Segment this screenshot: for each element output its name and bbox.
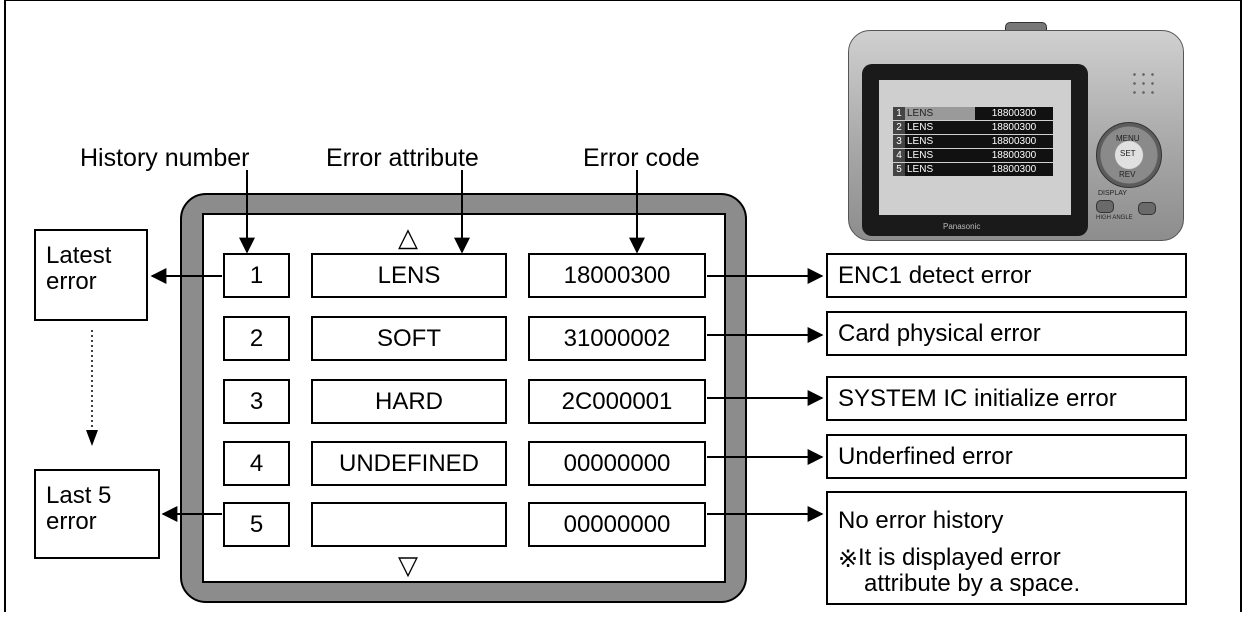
camera-row-number: 3 <box>893 135 905 148</box>
camera-screen-rows: 1 LENS 18800300 2 LENS 18800300 3 LENS 1… <box>893 107 1053 177</box>
last5-error-line1: Last 5 <box>46 482 112 509</box>
error-code-1: 18000300 <box>528 253 706 298</box>
latest-error-line1: Latest <box>46 242 112 269</box>
camera-row-attribute: LENS <box>905 121 975 134</box>
diagram-frame <box>4 0 1242 612</box>
note-mark: ※ <box>838 546 859 573</box>
display-button-icon <box>1096 200 1114 213</box>
error-code-2: 31000002 <box>528 316 706 361</box>
error-meaning-5-text: No error history <box>838 507 1004 534</box>
error-code-4: 00000000 <box>528 441 706 486</box>
camera-row: 3 LENS 18800300 <box>893 135 1053 148</box>
camera-row-code: 18800300 <box>975 135 1053 148</box>
camera-high-angle-label: HIGH ANGLE <box>1096 215 1133 221</box>
error-meaning-3: SYSTEM IC initialize error <box>826 376 1187 421</box>
camera-row: 1 LENS 18800300 <box>893 107 1053 120</box>
error-meaning-5: No error history ※ It is displayed error… <box>826 491 1187 605</box>
error-attribute-3: HARD <box>311 379 507 424</box>
camera-row: 4 LENS 18800300 <box>893 149 1053 162</box>
camera-row-attribute: LENS <box>905 135 975 148</box>
camera-row-number: 2 <box>893 121 905 134</box>
camera-brand: Panasonic <box>943 222 981 231</box>
history-number-1: 1 <box>223 253 290 298</box>
note-text: It is displayed error attribute by a spa… <box>858 545 1080 597</box>
note-line2: attribute by a space. <box>864 570 1081 597</box>
history-number-2: 2 <box>223 316 290 361</box>
camera-row-number: 4 <box>893 149 905 162</box>
camera-display-label: DISPLAY <box>1098 190 1128 197</box>
camera-row-number: 1 <box>893 107 905 120</box>
header-history-number: History number <box>80 144 250 172</box>
error-meaning-1: ENC1 detect error <box>826 253 1187 298</box>
history-number-5: 5 <box>223 502 290 547</box>
error-code-3: 2C000001 <box>528 379 706 424</box>
camera-illustration: 1 LENS 18800300 2 LENS 18800300 3 LENS 1… <box>848 22 1184 241</box>
speaker-grille-icon <box>1130 70 1158 98</box>
last5-error-line2: error <box>46 508 97 535</box>
history-number-4: 4 <box>223 441 290 486</box>
camera-row-code: 18800300 <box>975 163 1053 176</box>
camera-row-code: 18800300 <box>975 107 1053 120</box>
last5-error-label: Last 5 error <box>34 469 160 559</box>
camera-rev-label: REV <box>1119 170 1136 179</box>
header-error-attribute: Error attribute <box>326 144 479 172</box>
camera-row-attribute: LENS <box>905 149 975 162</box>
camera-row: 2 LENS 18800300 <box>893 121 1053 134</box>
dotted-arrow-head <box>86 430 98 446</box>
scroll-down-icon: ▽ <box>398 550 418 580</box>
control-dial-icon <box>1096 122 1162 188</box>
latest-error-label: Latest error <box>34 229 148 321</box>
camera-menu-label: MENU <box>1116 134 1140 143</box>
camera-row: 5 LENS 18800300 <box>893 163 1053 176</box>
camera-row-attribute: LENS <box>905 107 975 120</box>
error-attribute-1: LENS <box>311 253 507 298</box>
delete-button-icon <box>1138 202 1156 215</box>
scroll-up-icon: △ <box>398 222 418 252</box>
header-error-code: Error code <box>583 144 700 172</box>
camera-row-attribute: LENS <box>905 163 975 176</box>
camera-row-number: 5 <box>893 163 905 176</box>
camera-row-code: 18800300 <box>975 121 1053 134</box>
note: ※ It is displayed error attribute by a s… <box>838 545 1080 597</box>
error-meaning-4: Underfined error <box>826 434 1187 479</box>
note-line1: It is displayed error <box>858 544 1061 571</box>
history-number-3: 3 <box>223 379 290 424</box>
error-attribute-2: SOFT <box>311 316 507 361</box>
latest-error-line2: error <box>46 268 97 295</box>
error-meaning-2: Card physical error <box>826 311 1187 356</box>
camera-row-code: 18800300 <box>975 149 1053 162</box>
error-code-5: 00000000 <box>528 502 706 547</box>
camera-set-label: SET <box>1120 149 1136 158</box>
error-attribute-4: UNDEFINED <box>311 441 507 486</box>
error-attribute-5 <box>311 502 507 547</box>
